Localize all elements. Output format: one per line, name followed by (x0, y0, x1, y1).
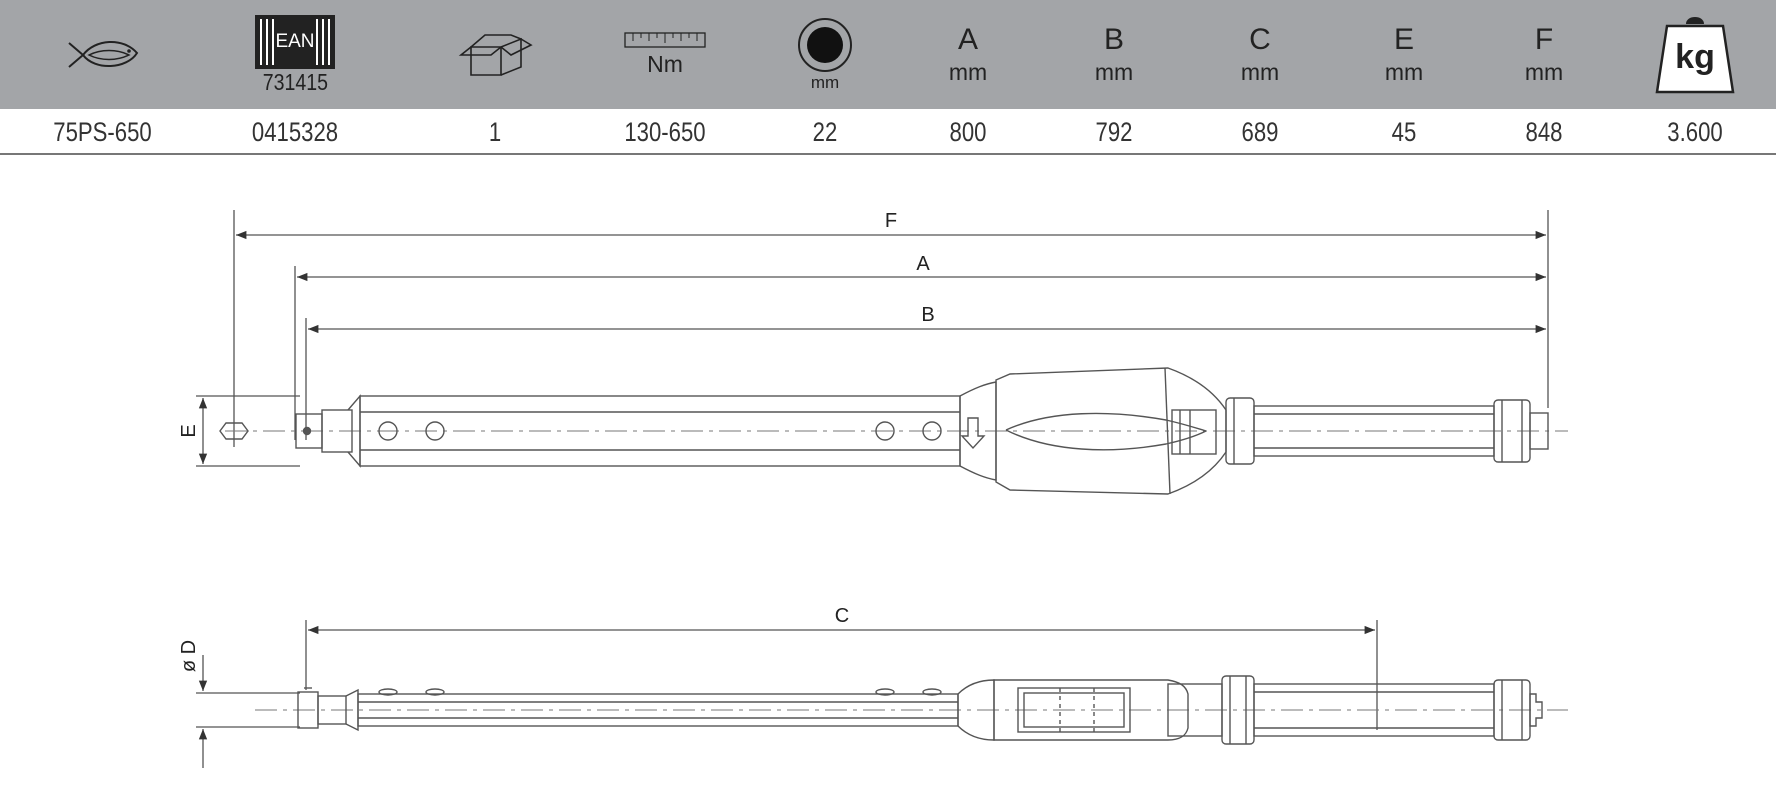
dimension-label-d: ø D (178, 640, 200, 672)
code-column-header (50, 0, 155, 109)
tube-hole (875, 421, 895, 441)
drive-cell: 22 (812, 117, 838, 147)
grip-housing (993, 679, 1189, 741)
display-window (1017, 687, 1131, 733)
dimension-unit: mm (1384, 58, 1424, 85)
direction-arrow (960, 417, 986, 450)
end-knob (1529, 412, 1549, 450)
torque-unit: Nm (647, 50, 683, 77)
dimension-letter: F (1534, 22, 1554, 56)
dimension-c-header: C mm (1210, 0, 1310, 109)
dimension-letter: B (1103, 22, 1124, 56)
wrench-side-view (297, 675, 1543, 745)
dimension-b-cell: 792 (1095, 117, 1133, 147)
packaging-cell: 1 (488, 117, 502, 147)
weight-icon: kg (1655, 16, 1735, 93)
tube-hole (425, 421, 445, 441)
tube-hole (922, 688, 942, 696)
code-cell: 75PS-650 (53, 117, 152, 147)
ean-column-header: EAN 731415 (240, 0, 350, 109)
dimension-label-f: F (885, 210, 897, 232)
ean-cell: 0415328 (251, 117, 339, 147)
torque-range-cell: 130-650 (624, 117, 706, 147)
dimension-b-header: B mm (1064, 0, 1164, 109)
drive-collar (317, 695, 347, 725)
dimension-letter: A (957, 22, 978, 56)
ball-lock (302, 426, 312, 436)
end-knob (1529, 693, 1543, 727)
dimension-label-b: B (921, 304, 934, 326)
ruler-scale-icon (624, 31, 706, 48)
grip-curve (1005, 429, 1207, 451)
dimension-label-c: C (835, 605, 849, 627)
torque-wrench-drawing: F A B C E ø D (178, 210, 1568, 768)
display-window-inner (1023, 692, 1125, 728)
grip-panel (1164, 367, 1171, 495)
dimension-unit: mm (1094, 58, 1134, 85)
dimension-unit: mm (1240, 58, 1280, 85)
dimension-a-header: A mm (918, 0, 1018, 109)
dimension-f-cell: 848 (1525, 117, 1563, 147)
packaging-column-header (450, 0, 540, 109)
dimension-letter: C (1249, 22, 1271, 56)
tube-hole (378, 688, 398, 696)
ean-barcode-icon: EAN (255, 14, 335, 69)
dimension-label-e: E (178, 424, 200, 437)
dimension-f-header: F mm (1494, 0, 1594, 109)
weight-column-header: kg (1645, 0, 1745, 109)
dimension-letter: E (1393, 22, 1414, 56)
wrench-top-view (219, 367, 1549, 495)
dimension-e-cell: 45 (1391, 117, 1417, 147)
grip-curve (1005, 412, 1207, 432)
dimension-e-header: E mm (1354, 0, 1454, 109)
dimension-a-cell: 800 (949, 117, 987, 147)
square-drive-circle-icon (798, 17, 852, 72)
tube-hole (875, 688, 895, 696)
drive-column-header: mm (780, 0, 870, 109)
open-box-icon (458, 33, 533, 76)
ean-logo-text: EAN (275, 31, 314, 52)
weight-unit: kg (1675, 38, 1715, 76)
fish-icon (67, 40, 138, 68)
drive-collar (321, 409, 353, 453)
drive-unit: mm (810, 72, 840, 92)
dimension-unit: mm (1524, 58, 1564, 85)
torque-column-header: Nm (615, 0, 715, 109)
table-row: 75PS-650 0415328 1 130-650 22 800 792 68… (0, 109, 1776, 155)
weight-cell: 3.600 (1667, 117, 1723, 147)
dimension-label-a: A (916, 253, 930, 275)
tube-hole (378, 421, 398, 441)
tube-hole (922, 421, 942, 441)
dimension-c-cell: 689 (1241, 117, 1279, 147)
dimension-unit: mm (948, 58, 988, 85)
ratchet-body (1171, 409, 1217, 455)
tube-hole (425, 688, 445, 696)
hex-drive-symbol (219, 422, 249, 440)
ean-number: 731415 (262, 68, 328, 95)
